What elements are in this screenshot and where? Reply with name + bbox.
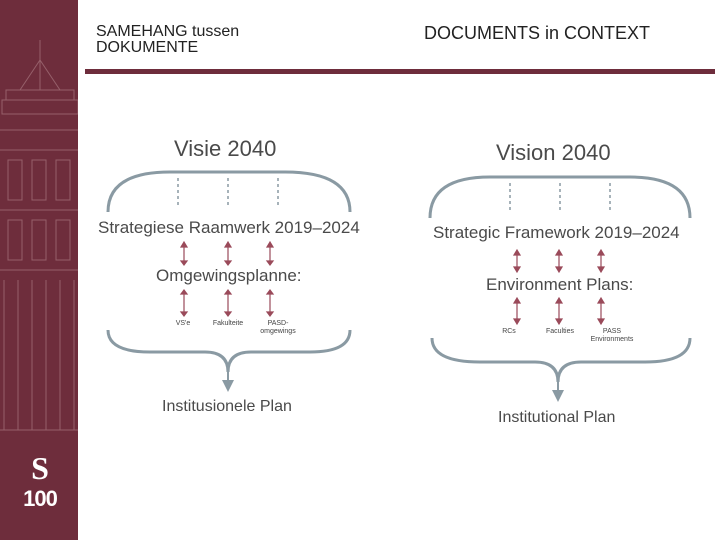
diagram-right: Vision 2040 Strategic Framework 2019–202… <box>400 0 720 540</box>
item-label: PASS Environments <box>590 328 634 343</box>
vision-label: Visie 2040 <box>174 136 277 161</box>
item-label: VS'e <box>175 320 191 327</box>
plan-label: Institusionele Plan <box>162 398 292 415</box>
item-label: Fakulteite <box>212 320 244 327</box>
framework-label: Strategic Framework 2019–2024 <box>433 223 680 242</box>
title-afrikaans: SAMEHANG tussen DOKUMENTE <box>96 23 240 56</box>
plan-label: Institutional Plan <box>498 409 616 426</box>
vision-label: Vision 2040 <box>496 140 611 165</box>
diagram-left: Visie 2040 Strategiese Raamwerk 2019–202… <box>98 136 360 415</box>
building-illustration <box>0 40 78 431</box>
logo-mark: S <box>31 450 49 486</box>
diagram-right-shapes <box>428 175 692 402</box>
item-label: Faculties <box>545 328 574 335</box>
item-label: PASD- omgewings <box>260 320 296 335</box>
university-logo: S 100 <box>10 452 70 510</box>
header-divider <box>85 69 715 74</box>
sidebar-banner: S 100 <box>0 0 78 540</box>
title-english: DOCUMENTS in CONTEXT <box>424 23 651 43</box>
environment-label: Environment Plans: <box>486 275 634 294</box>
item-label: RCs <box>502 328 516 335</box>
diagram-left-shapes <box>106 170 352 392</box>
framework-label: Strategiese Raamwerk 2019–2024 <box>98 218 360 237</box>
environment-label: Omgewingsplanne: <box>156 266 302 285</box>
logo-number: 100 <box>23 486 58 511</box>
